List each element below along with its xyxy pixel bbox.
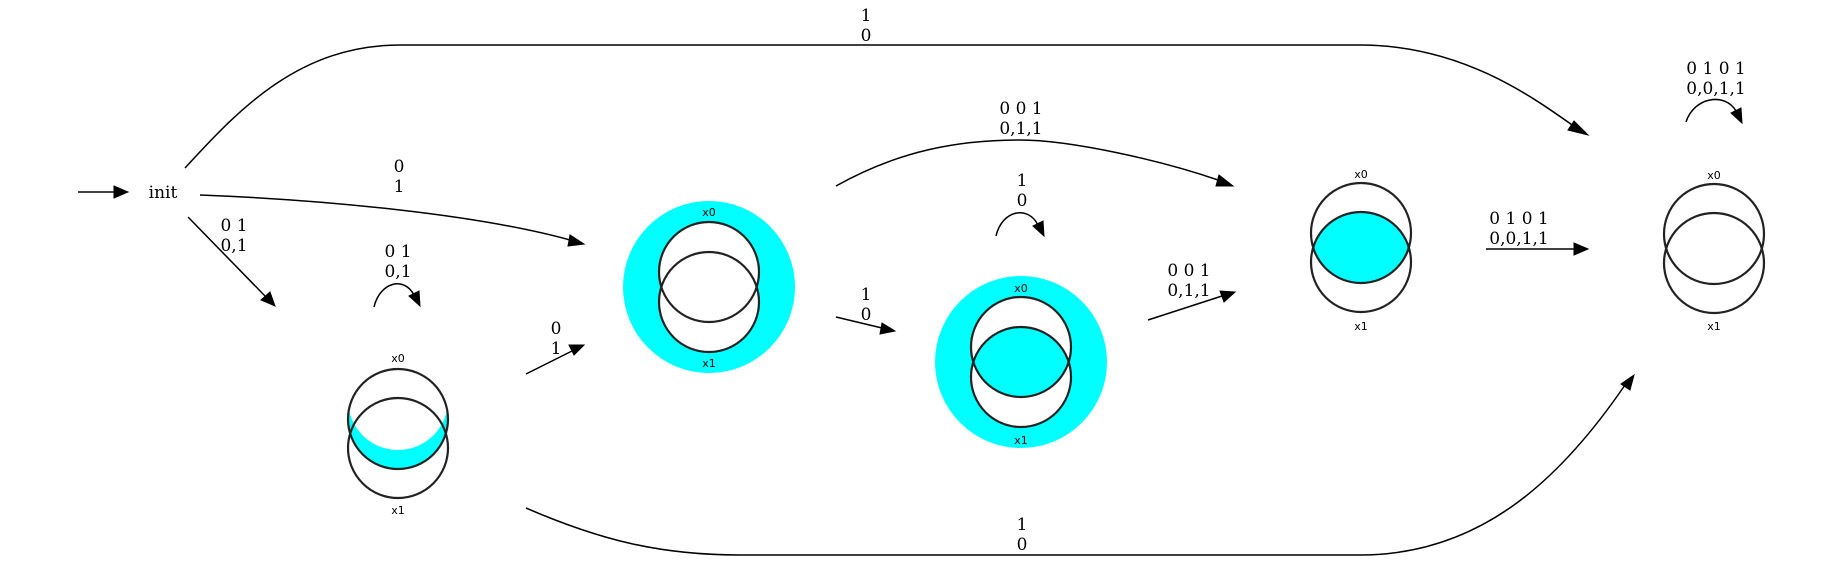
edge-label-init-s2: 0 1	[394, 157, 405, 197]
x0-label: x0	[702, 206, 716, 219]
edge-label-init-s5: 1 0	[861, 6, 872, 46]
svg-text:0: 0	[394, 157, 405, 177]
edge-label-s1-loop: 0 1 0,1	[384, 242, 411, 282]
edge-init-s2	[199, 194, 586, 247]
edge-init-s1	[187, 216, 276, 307]
svg-text:0 1: 0 1	[220, 216, 247, 236]
svg-text:0: 0	[861, 26, 872, 46]
svg-text:0: 0	[551, 319, 562, 339]
x0-circle	[657, 220, 761, 324]
intersection-region	[1311, 212, 1411, 283]
edge-s1-s5	[525, 373, 1635, 556]
svg-text:0 0 1: 0 0 1	[1167, 261, 1210, 281]
x1-circle	[969, 325, 1073, 429]
x0-label: x0	[1014, 282, 1028, 295]
start-arrow	[78, 185, 130, 199]
state-node-4: x0 x1	[1309, 168, 1413, 333]
x1-circle	[657, 250, 761, 354]
x0-circle	[1662, 182, 1766, 286]
state-node-2: x0 x1	[623, 201, 795, 373]
x0-circle	[346, 367, 450, 471]
edge-label-s2-s4: 0 0 1 0,1,1	[999, 99, 1042, 139]
edge-s1-loop	[373, 283, 421, 308]
edge-s4-s5	[1486, 242, 1590, 256]
x0-label: x0	[1354, 168, 1368, 181]
edge-s5-loop	[1685, 98, 1743, 125]
x1-circle	[346, 396, 450, 500]
svg-text:1: 1	[861, 285, 872, 305]
state-node-3: x0 x1	[935, 276, 1107, 448]
svg-text:0,0,1,1: 0,0,1,1	[1686, 79, 1745, 99]
svg-text:0 1 0 1: 0 1 0 1	[1686, 59, 1745, 79]
edge-label-s3-s4: 0 0 1 0,1,1	[1167, 261, 1210, 301]
svg-text:0: 0	[1017, 535, 1028, 555]
edge-s1-s2	[525, 344, 586, 375]
state-node-1: x0 x1	[346, 352, 450, 517]
edge-s2-s4	[835, 139, 1235, 187]
svg-text:1: 1	[861, 6, 872, 26]
svg-text:0 0 1: 0 0 1	[999, 99, 1042, 119]
state-node-5: x0 x1	[1662, 169, 1766, 333]
svg-text:1: 1	[1017, 515, 1028, 535]
svg-text:0: 0	[861, 305, 872, 325]
x0-circle	[969, 295, 1073, 399]
x1-label: x1	[702, 357, 716, 370]
edge-label-s2-s3: 1 0	[861, 285, 872, 325]
edge-init-s5	[184, 44, 1590, 169]
init-node-label: init	[149, 183, 178, 203]
intersection-region	[971, 327, 1071, 397]
svg-text:0,1,1: 0,1,1	[999, 119, 1042, 139]
svg-text:0,0,1,1: 0,0,1,1	[1489, 229, 1548, 249]
svg-text:1: 1	[1017, 171, 1028, 191]
x1-circle	[1662, 211, 1766, 315]
svg-text:1: 1	[394, 177, 405, 197]
x1-label: x1	[1354, 320, 1368, 333]
x1-circle	[1309, 210, 1413, 314]
edge-label-s3-loop: 1 0	[1017, 171, 1028, 211]
edge-label-s1-s2: 0 1	[551, 319, 562, 359]
svg-text:0,1: 0,1	[220, 236, 247, 256]
x0-label: x0	[1707, 169, 1721, 182]
x0-label: x0	[391, 352, 405, 365]
x0-circle	[1309, 181, 1413, 285]
svg-text:0 1 0 1: 0 1 0 1	[1489, 209, 1548, 229]
edge-label-s1-s5: 1 0	[1017, 515, 1028, 555]
edge-label-init-s1: 0 1 0,1	[220, 216, 247, 256]
svg-text:0 1: 0 1	[384, 242, 411, 262]
edge-s3-s4	[1147, 290, 1237, 321]
edge-s2-s3	[835, 316, 897, 335]
x1-label: x1	[391, 504, 405, 517]
svg-text:0: 0	[1017, 191, 1028, 211]
x1-label: x1	[1707, 320, 1721, 333]
svg-text:0,1,1: 0,1,1	[1167, 281, 1210, 301]
edge-label-s4-s5: 0 1 0 1 0,0,1,1	[1489, 209, 1548, 249]
svg-text:0,1: 0,1	[384, 262, 411, 282]
svg-text:1: 1	[551, 339, 562, 359]
edge-label-s5-loop: 0 1 0 1 0,0,1,1	[1686, 59, 1745, 99]
edge-s3-loop	[995, 212, 1045, 238]
x1-label: x1	[1014, 434, 1028, 447]
